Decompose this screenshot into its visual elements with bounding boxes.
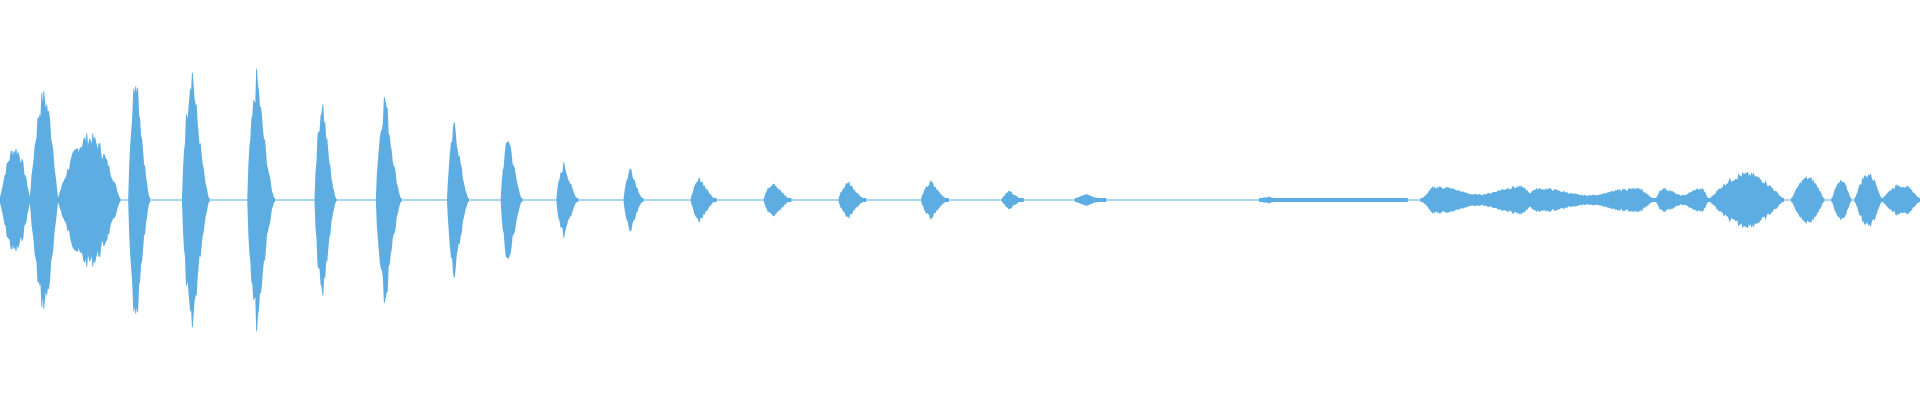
waveform-segment — [375, 97, 402, 303]
waveform-segment — [447, 122, 469, 278]
waveform-segment — [57, 133, 121, 267]
waveform-segment — [690, 177, 717, 223]
waveform-segment — [314, 104, 337, 296]
waveform-segment — [182, 72, 210, 328]
waveform-segment — [623, 168, 644, 232]
waveform-segment — [128, 86, 151, 314]
waveform-segment — [1001, 190, 1024, 210]
waveform-segment — [500, 141, 523, 259]
waveform-segment — [1074, 194, 1107, 206]
waveform-segment — [1284, 198, 1408, 202]
waveform-segment — [29, 91, 58, 309]
waveform-segment — [1420, 185, 1537, 215]
waveform-segment — [556, 162, 579, 238]
waveform-segment — [1791, 175, 1825, 225]
waveform-segment — [1520, 187, 1656, 213]
waveform-segment — [1831, 179, 1852, 221]
waveform-segment — [1259, 196, 1285, 204]
waveform-segment — [1881, 184, 1920, 216]
waveform-segments — [0, 68, 1920, 332]
waveform-segment — [763, 183, 792, 217]
waveform-segment — [838, 180, 867, 220]
waveform-segment — [921, 180, 949, 220]
waveform-segment — [247, 68, 275, 332]
waveform-segment — [0, 148, 31, 252]
waveform-segment — [1854, 173, 1882, 227]
waveform-segment — [1708, 171, 1785, 229]
waveform-segment — [1654, 187, 1710, 213]
